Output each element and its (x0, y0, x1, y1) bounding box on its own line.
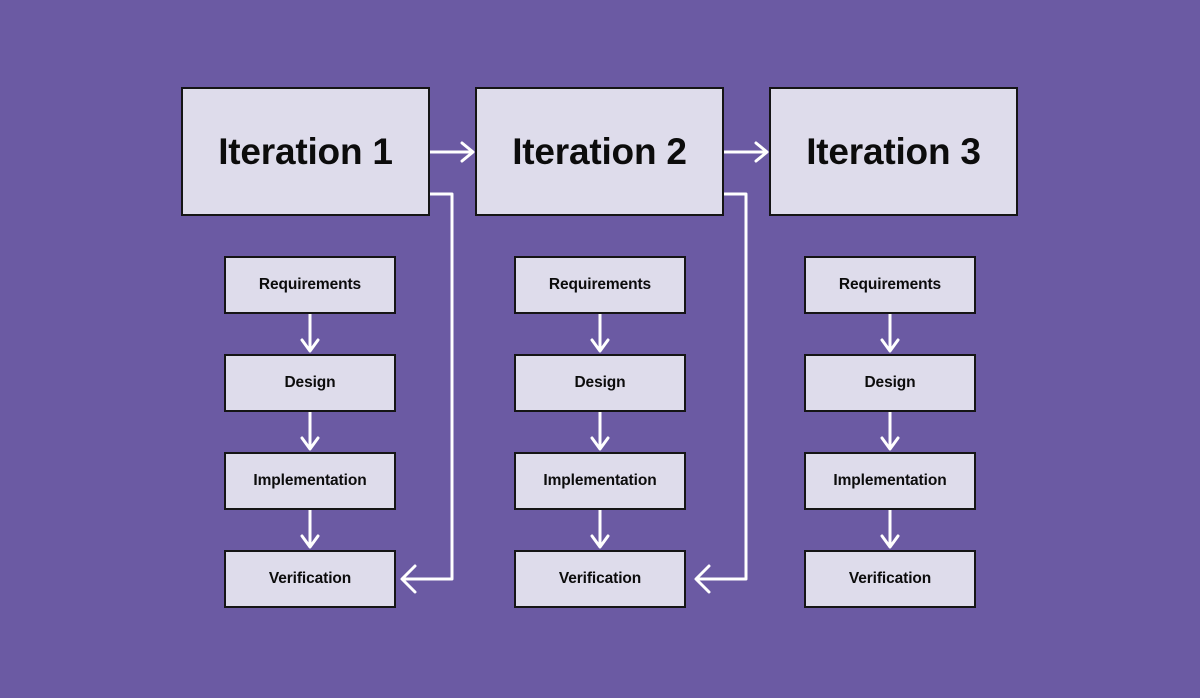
col1-phase-design[interactable]: Design (224, 354, 396, 412)
col2-phase-design[interactable]: Design (514, 354, 686, 412)
col1-phase-verification-label: Verification (268, 570, 352, 588)
col1-phase-requirements-label: Requirements (258, 276, 362, 294)
col3-phase-implementation[interactable]: Implementation (804, 452, 976, 510)
iteration-box-3[interactable]: Iteration 3 (769, 87, 1018, 216)
arrow-col2-design-to-implementation (590, 412, 610, 451)
arrow-col1-implementation-to-verification (300, 510, 320, 549)
col3-phase-requirements-label: Requirements (838, 276, 942, 294)
col1-phase-implementation-label: Implementation (253, 472, 367, 490)
arrow-iteration2-to-iteration3 (724, 141, 769, 163)
col1-phase-implementation[interactable]: Implementation (224, 452, 396, 510)
col2-phase-implementation-label: Implementation (543, 472, 657, 490)
iteration-box-2-label: Iteration 2 (512, 131, 687, 172)
col3-phase-verification[interactable]: Verification (804, 550, 976, 608)
col2-phase-verification[interactable]: Verification (514, 550, 686, 608)
arrow-col1-requirements-to-design (300, 314, 320, 353)
arrow-iteration1-to-iteration2 (430, 141, 475, 163)
arrow-col2-implementation-to-verification (590, 510, 610, 549)
iteration-box-1[interactable]: Iteration 1 (181, 87, 430, 216)
col2-phase-design-label: Design (574, 374, 626, 392)
iteration-box-3-label: Iteration 3 (806, 131, 981, 172)
iteration-box-1-label: Iteration 1 (218, 131, 393, 172)
col1-phase-requirements[interactable]: Requirements (224, 256, 396, 314)
col1-phase-design-label: Design (284, 374, 336, 392)
col3-phase-implementation-label: Implementation (833, 472, 947, 490)
col1-phase-verification[interactable]: Verification (224, 550, 396, 608)
arrow-col3-implementation-to-verification (880, 510, 900, 549)
col3-phase-design[interactable]: Design (804, 354, 976, 412)
arrow-col3-requirements-to-design (880, 314, 900, 353)
arrow-col3-design-to-implementation (880, 412, 900, 451)
col2-phase-requirements-label: Requirements (548, 276, 652, 294)
arrow-col2-requirements-to-design (590, 314, 610, 353)
col2-phase-implementation[interactable]: Implementation (514, 452, 686, 510)
col2-phase-verification-label: Verification (558, 570, 642, 588)
col2-phase-requirements[interactable]: Requirements (514, 256, 686, 314)
feedback-loop-iteration2 (694, 192, 748, 594)
iteration-box-2[interactable]: Iteration 2 (475, 87, 724, 216)
arrow-col1-design-to-implementation (300, 412, 320, 451)
feedback-loop-iteration1 (400, 192, 454, 594)
col3-phase-design-label: Design (864, 374, 916, 392)
col3-phase-requirements[interactable]: Requirements (804, 256, 976, 314)
col3-phase-verification-label: Verification (848, 570, 932, 588)
